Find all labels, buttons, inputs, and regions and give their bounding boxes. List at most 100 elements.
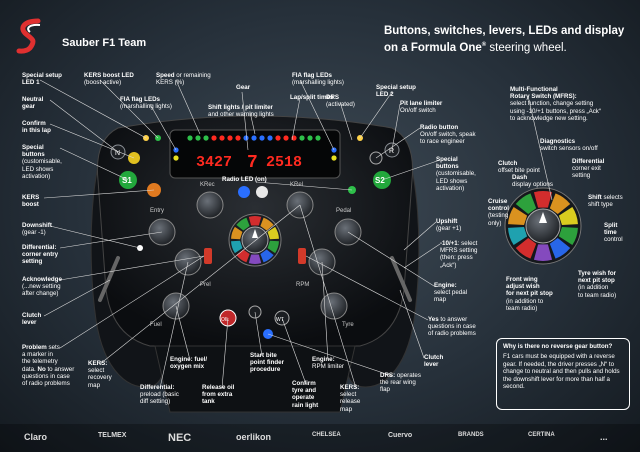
mfrs-segment [558, 226, 578, 246]
shift-led [275, 135, 281, 141]
mfrs-segment [231, 226, 243, 240]
sponsor-nec: NEC [168, 432, 192, 444]
tyre-knob [320, 292, 348, 320]
mfrs-segment [508, 206, 528, 226]
mfrs-segment [515, 193, 537, 215]
title-reg-mark: ® [481, 42, 487, 48]
shift-led [283, 135, 289, 141]
sponsor-cuervo: Cuervo [388, 432, 413, 439]
shift-led [219, 135, 225, 141]
shift-led [315, 135, 321, 141]
lap-time-readout: 2518 [266, 154, 302, 171]
label-drs-led: DRS(activated) [326, 94, 355, 109]
svg-text:Fuel: Fuel [150, 322, 162, 328]
shift-led [259, 135, 265, 141]
shift-led [299, 135, 305, 141]
mfrs-segment [260, 249, 274, 263]
yes-switch [298, 248, 306, 264]
shift-led [251, 135, 257, 141]
problem-switch [204, 248, 212, 264]
display-panel [169, 129, 341, 179]
fia-flag-led [173, 155, 179, 161]
mfrs-segment [533, 244, 553, 261]
label-engine-rpm: Engine:RPM limiter [312, 356, 344, 371]
mfrs-segment [515, 237, 537, 259]
label-fia-right: FIA flag LEDs(marshalling lights) [292, 72, 344, 87]
sponsor-other: ... [600, 432, 608, 442]
info-box-title: Why is there no reverse gear button? [503, 343, 613, 350]
mfrs-segment [549, 237, 571, 259]
title-line-2-bold: on a Formula One [384, 41, 482, 54]
special-button-white [256, 186, 268, 198]
mfrs-segment [558, 206, 578, 226]
shift-led [187, 135, 193, 141]
sponsor-brands: BRANDS [458, 432, 484, 438]
shift-led [267, 135, 273, 141]
mfrs-segment [231, 240, 243, 254]
label-fia-left: FIA flag LEDs(marshalling lights) [120, 96, 172, 111]
speed-readout: 3427 [196, 154, 232, 171]
mfrs-segment [260, 217, 274, 231]
shift-led [227, 135, 233, 141]
kers-recovery-knob [196, 191, 224, 219]
label-engine-fuel: Engine: fuel/oxygen mix [170, 356, 208, 371]
mfrs-detail [504, 187, 582, 265]
title-line-1: Buttons, switches, levers, LEDs and disp… [384, 25, 625, 37]
sponsor-certina: CERTINA [528, 432, 555, 438]
label-gear: Gear [236, 84, 251, 91]
sponsor-telmex: TELMEX [98, 432, 127, 439]
team-name: Sauber F1 Team [62, 37, 147, 49]
sponsor-oerlikon: oerlikon [236, 432, 272, 442]
svg-text:Prel: Prel [200, 282, 211, 288]
svg-text:RPM: RPM [296, 282, 309, 288]
sponsor-chelsea: CHELSEA [312, 432, 341, 438]
page-title: Buttons, switches, levers, LEDs and disp… [384, 24, 624, 55]
right-clutch-lever [390, 256, 412, 302]
mfrs-segment [248, 216, 262, 226]
shift-led [195, 135, 201, 141]
svg-text:Tyre: Tyre [342, 322, 354, 328]
sauber-logo-icon [16, 18, 41, 54]
shift-led [243, 135, 249, 141]
left-clutch-lever [98, 256, 120, 302]
label-radio-led: Radio LED (on) [222, 176, 267, 183]
shift-led [211, 135, 217, 141]
mfrs-segment [267, 226, 279, 240]
mfrs-segment [508, 226, 528, 246]
title-line-2: on a Formula One® steering wheel. [384, 38, 624, 55]
svg-text:Pedal: Pedal [336, 208, 351, 214]
reverse-gear-info-box: Why is there no reverse gear button? F1 … [496, 338, 630, 410]
special-button-blue [238, 186, 250, 198]
svg-text:S2: S2 [375, 176, 385, 185]
mfrs-segment [533, 191, 553, 208]
fia-flag-led [331, 155, 337, 161]
